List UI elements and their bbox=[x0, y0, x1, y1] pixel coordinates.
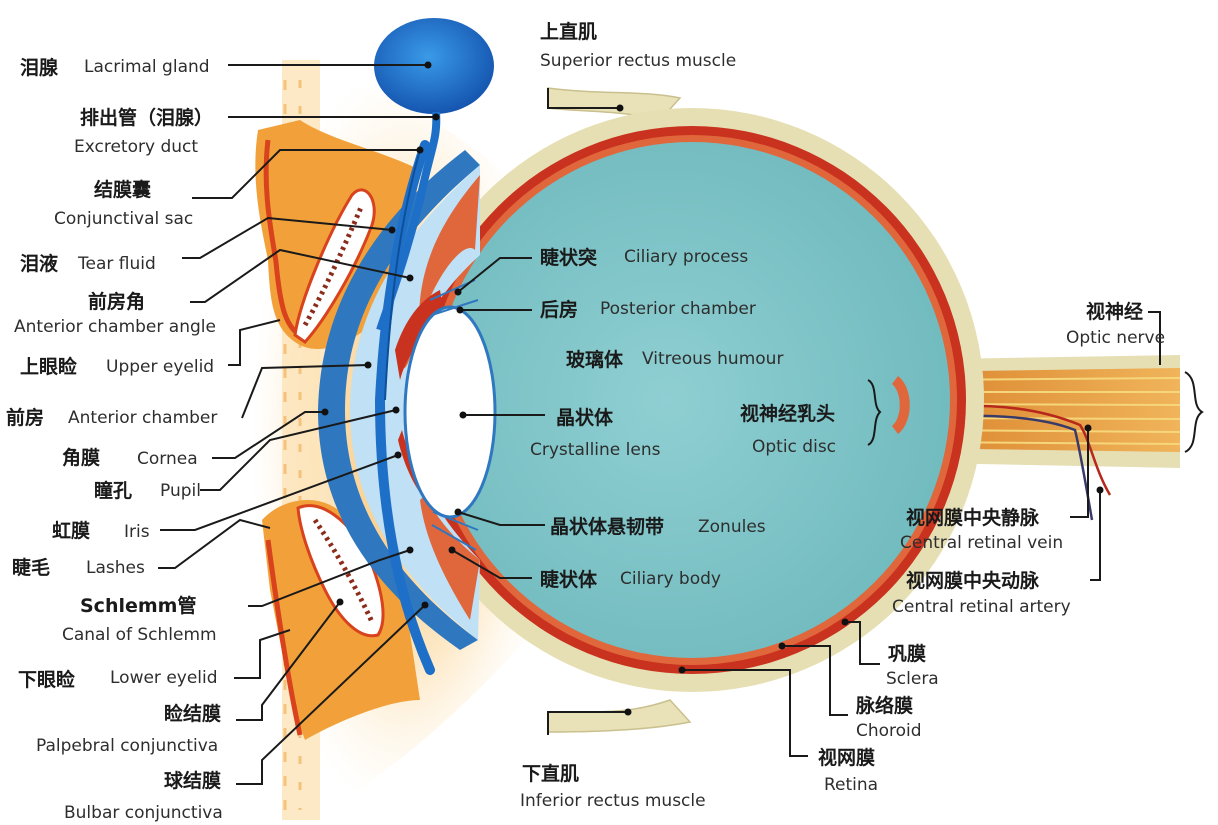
posterior-chamber-zh: 后房 bbox=[540, 298, 578, 321]
central-retinal-artery-zh: 视网膜中央动脉 bbox=[906, 569, 1040, 592]
label-bulbar-conjunctiva: 球结膜 Bulbar conjunctiva bbox=[64, 769, 223, 823]
label-central-retinal-vein: 视网膜中央静脉 Central retinal vein bbox=[900, 506, 1063, 553]
label-tear-fluid: 泪液 Tear fluid bbox=[20, 252, 156, 275]
choroid-zh: 脉络膜 bbox=[855, 694, 913, 717]
label-sclera: 巩膜 Sclera bbox=[886, 642, 939, 689]
upper-eyelid-zh: 上眼睑 bbox=[20, 355, 77, 378]
lower-eyelid-en: Lower eyelid bbox=[110, 668, 218, 688]
label-pupil: 瞳孔 Pupil bbox=[94, 479, 201, 502]
lacrimal-gland-zh: 泪腺 bbox=[20, 56, 59, 79]
zonules-en: Zonules bbox=[698, 517, 766, 537]
ciliary-body-zh: 睫状体 bbox=[540, 568, 598, 591]
label-optic-nerve: 视神经 Optic nerve bbox=[1066, 300, 1165, 348]
label-lower-eyelid: 下眼睑 Lower eyelid bbox=[18, 668, 218, 691]
label-vitreous-humour: 玻璃体 Vitreous humour bbox=[566, 348, 783, 371]
label-canal-of-schlemm: Schlemm管 Canal of Schlemm bbox=[62, 594, 217, 645]
optic-nerve-zh: 视神经 bbox=[1086, 300, 1143, 323]
lacrimal-system bbox=[374, 18, 494, 675]
vitreous-humour-zh: 玻璃体 bbox=[566, 348, 624, 371]
upper-eyelid-en: Upper eyelid bbox=[106, 357, 214, 377]
optic-nerve-en: Optic nerve bbox=[1066, 328, 1165, 348]
label-superior-rectus: 上直肌 Superior rectus muscle bbox=[540, 20, 736, 71]
label-palpebral-conjunctiva: 睑结膜 Palpebral conjunctiva bbox=[36, 702, 221, 756]
eyeball bbox=[400, 108, 984, 692]
pupil-en: Pupil bbox=[160, 481, 201, 501]
central-retinal-vein-en: Central retinal vein bbox=[900, 533, 1063, 553]
crystalline-lens-en: Crystalline lens bbox=[530, 440, 661, 460]
superior-rectus-en: Superior rectus muscle bbox=[540, 51, 736, 71]
label-ciliary-body: 睫状体 Ciliary body bbox=[540, 568, 721, 591]
choroid-en: Choroid bbox=[856, 721, 922, 741]
cornea-zh: 角膜 bbox=[62, 446, 100, 469]
label-crystalline-lens: 晶状体 Crystalline lens bbox=[530, 406, 661, 460]
optic-disc-zh: 视神经乳头 bbox=[740, 402, 835, 425]
lashes-en: Lashes bbox=[86, 558, 145, 578]
canal-of-schlemm-zh: Schlemm管 bbox=[80, 594, 196, 617]
sclera-en: Sclera bbox=[886, 669, 939, 689]
label-conjunctival-sac: 结膜囊 Conjunctival sac bbox=[54, 178, 193, 229]
zonules-zh: 晶状体悬韧带 bbox=[550, 515, 664, 538]
label-upper-eyelid: 上眼睑 Upper eyelid bbox=[20, 355, 214, 378]
ciliary-body-en: Ciliary body bbox=[620, 569, 721, 589]
label-inferior-rectus: 下直肌 Inferior rectus muscle bbox=[520, 762, 706, 811]
leader-lines bbox=[158, 61, 1204, 785]
crystalline-lens-zh: 晶状体 bbox=[556, 406, 614, 429]
superior-rectus-zh: 上直肌 bbox=[540, 20, 597, 43]
label-central-retinal-artery: 视网膜中央动脉 Central retinal artery bbox=[892, 569, 1071, 617]
optic-disc-en: Optic disc bbox=[752, 437, 836, 457]
lashes-zh: 睫毛 bbox=[12, 556, 50, 579]
cornea-en: Cornea bbox=[137, 449, 198, 469]
central-retinal-vein-zh: 视网膜中央静脉 bbox=[906, 506, 1040, 529]
label-zonules: 晶状体悬韧带 Zonules bbox=[550, 515, 766, 538]
bulbar-conjunctiva-en: Bulbar conjunctiva bbox=[64, 803, 223, 823]
label-excretory-duct: 排出管（泪腺） Excretory duct bbox=[74, 106, 213, 157]
label-lashes: 睫毛 Lashes bbox=[12, 556, 145, 579]
conjunctival-sac-en: Conjunctival sac bbox=[54, 209, 193, 229]
ciliary-process-en: Ciliary process bbox=[624, 247, 748, 267]
label-choroid: 脉络膜 Choroid bbox=[855, 694, 922, 741]
label-anterior-chamber-angle: 前房角 Anterior chamber angle bbox=[14, 290, 216, 337]
anterior-chamber-angle-en: Anterior chamber angle bbox=[14, 317, 216, 337]
palpebral-conjunctiva-zh: 睑结膜 bbox=[164, 702, 221, 725]
inferior-rectus-en: Inferior rectus muscle bbox=[520, 791, 706, 811]
canal-of-schlemm-en: Canal of Schlemm bbox=[62, 625, 217, 645]
excretory-duct-zh: 排出管（泪腺） bbox=[80, 106, 213, 129]
palpebral-conjunctiva-en: Palpebral conjunctiva bbox=[36, 736, 218, 756]
bulbar-conjunctiva-zh: 球结膜 bbox=[164, 769, 221, 792]
label-ciliary-process: 睫状突 Ciliary process bbox=[540, 246, 748, 269]
retina-zh: 视网膜 bbox=[818, 746, 875, 769]
label-cornea: 角膜 Cornea bbox=[62, 446, 198, 469]
pupil-zh: 瞳孔 bbox=[94, 479, 132, 502]
rectus-muscles bbox=[547, 87, 692, 733]
label-lacrimal-gland: 泪腺 Lacrimal gland bbox=[20, 56, 210, 79]
ciliary-process-zh: 睫状突 bbox=[540, 246, 597, 269]
anterior-chamber-angle-zh: 前房角 bbox=[88, 290, 145, 313]
label-posterior-chamber: 后房 Posterior chamber bbox=[540, 298, 756, 321]
label-optic-disc: 视神经乳头 Optic disc bbox=[740, 402, 836, 457]
conjunctival-sac-zh: 结膜囊 bbox=[94, 178, 152, 201]
anterior-chamber-zh: 前房 bbox=[6, 406, 44, 429]
iris-zh: 虹膜 bbox=[52, 519, 90, 542]
sclera-zh: 巩膜 bbox=[888, 642, 926, 665]
label-retina: 视网膜 Retina bbox=[818, 746, 878, 795]
lacrimal-gland-en: Lacrimal gland bbox=[84, 57, 210, 77]
retina-en: Retina bbox=[824, 775, 878, 795]
vitreous-humour-en: Vitreous humour bbox=[642, 349, 783, 369]
tear-fluid-en: Tear fluid bbox=[77, 254, 156, 274]
posterior-chamber-en: Posterior chamber bbox=[600, 299, 756, 319]
tear-fluid-zh: 泪液 bbox=[20, 252, 59, 275]
excretory-duct-en: Excretory duct bbox=[74, 137, 198, 157]
anterior-segment bbox=[318, 150, 497, 650]
anterior-chamber-en: Anterior chamber bbox=[68, 408, 217, 428]
iris-en: Iris bbox=[124, 522, 150, 542]
label-iris: 虹膜 Iris bbox=[52, 519, 150, 542]
lower-eyelid-zh: 下眼睑 bbox=[18, 668, 75, 691]
inferior-rectus-zh: 下直肌 bbox=[522, 762, 579, 785]
label-anterior-chamber: 前房 Anterior chamber bbox=[6, 406, 217, 429]
central-retinal-artery-en: Central retinal artery bbox=[892, 597, 1071, 617]
